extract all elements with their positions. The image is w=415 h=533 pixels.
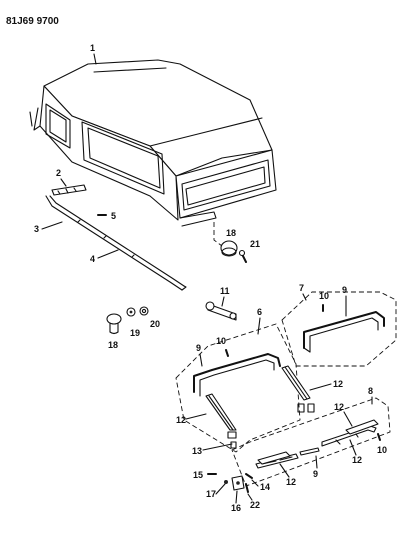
part-label-12c: 12 — [286, 477, 296, 487]
part-label-5: 5 — [111, 211, 116, 221]
part-label-6: 2 — [56, 168, 61, 178]
part-label-1: 1 — [90, 43, 95, 53]
clip-17 — [224, 480, 228, 484]
part-label-22: 22 — [250, 500, 260, 510]
part-label-7: 3 — [34, 224, 39, 234]
part-label-13: 13 — [192, 446, 202, 456]
part-label-4: 8 — [368, 386, 373, 396]
knob-fastener-lower — [106, 313, 122, 335]
bracket-11 — [205, 301, 237, 321]
knob-fastener-upper — [220, 240, 238, 257]
latch-16 — [231, 475, 245, 491]
part-label-12e: 12 — [334, 402, 344, 412]
part-label-21: 21 — [250, 239, 260, 249]
part-label-10c: 10 — [319, 291, 329, 301]
part-label-9a: 9 — [196, 343, 201, 353]
seal-strip-12-right — [281, 365, 315, 413]
channel-9-main — [193, 353, 281, 397]
kit-outline-4 — [231, 397, 391, 487]
part-label-12a: 12 — [176, 415, 186, 425]
rivet-22 — [245, 483, 249, 493]
part-label-8: 4 — [90, 254, 95, 264]
part-label-9c: 9 — [342, 285, 347, 295]
soft-top-assembly — [29, 59, 277, 227]
kit-outline-3 — [281, 291, 397, 367]
part-label-2: 6 — [257, 307, 262, 317]
part-label-9b: 9 — [313, 469, 318, 479]
part-label-14: 14 — [260, 482, 270, 492]
part-label-3: 7 — [299, 283, 304, 293]
channel-9-upper — [303, 311, 385, 353]
screw-21 — [238, 249, 247, 263]
part-label-18a: 18 — [226, 228, 236, 238]
part-label-16: 16 — [231, 503, 241, 513]
part-label-11: 11 — [220, 286, 230, 296]
washer-20 — [139, 306, 149, 316]
drawing-code: 81J69 9700 — [6, 16, 59, 27]
seal-strip-12-left — [205, 393, 237, 449]
part-label-12b: 12 — [333, 379, 343, 389]
part-label-15: 15 — [193, 470, 203, 480]
nut-19 — [126, 307, 136, 317]
rail-7-8 — [45, 195, 187, 291]
part-label-20: 20 — [150, 319, 160, 329]
part-label-19: 19 — [130, 328, 140, 338]
screw-14 — [245, 473, 253, 479]
retainer-strip-6 — [51, 184, 87, 196]
part-label-12d: 12 — [352, 455, 362, 465]
seal-strip-12-lower — [257, 419, 379, 465]
kit-outline-2 — [175, 323, 301, 453]
part-label-10b: 10 — [377, 445, 387, 455]
part-label-17: 17 — [206, 489, 216, 499]
part-label-10a: 10 — [216, 336, 226, 346]
part-label-18b: 18 — [108, 340, 118, 350]
